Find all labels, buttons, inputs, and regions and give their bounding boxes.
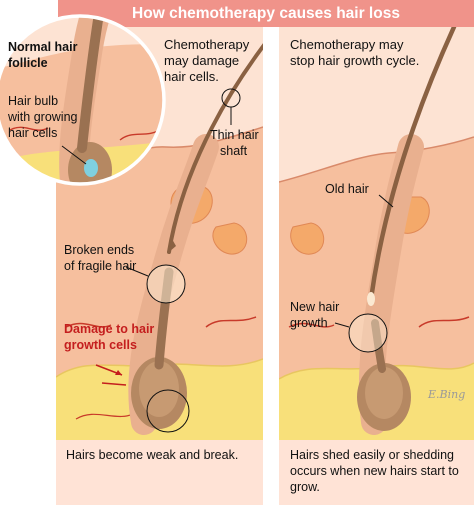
broken-ends-label-line1: Broken ends xyxy=(64,243,135,257)
new-hair-label-line2: growth xyxy=(290,316,328,330)
left-panel-illustration xyxy=(56,43,263,440)
left-footer xyxy=(56,440,263,505)
title-banner xyxy=(58,0,474,27)
right-footer-text: Hairs shed easily or shedding occurs whe… xyxy=(290,448,459,494)
old-hair-label: Old hair xyxy=(325,182,369,196)
left-heading-line1: Chemotherapy xyxy=(164,37,250,52)
artist-signature: E.Bing xyxy=(428,388,466,401)
right-heading-line1: Chemotherapy may xyxy=(290,37,404,52)
right-heading-line2: stop hair growth cycle. xyxy=(290,53,420,68)
hair-bulb-label-line3: hair cells xyxy=(8,126,58,140)
thin-hair-label-line2: shaft xyxy=(220,144,248,158)
broken-ends-label-line2: of fragile hair xyxy=(64,259,137,273)
hair-bulb-label-line1: Hair bulb xyxy=(8,94,59,108)
damage-label-line1: Damage to hair xyxy=(64,322,155,336)
left-heading-line3: hair cells. xyxy=(164,69,219,84)
thin-hair-label-line1: Thin hair xyxy=(210,128,259,142)
right-footer xyxy=(279,440,474,505)
new-hair-label-line1: New hair xyxy=(290,300,340,314)
figure-title: How chemotherapy causes hair loss xyxy=(132,5,400,22)
left-heading-line2: may damage xyxy=(164,53,240,68)
inset-title-line2: follicle xyxy=(8,56,48,70)
left-panel xyxy=(56,27,263,440)
hair-bulb-label-line2: with growing xyxy=(8,110,78,124)
left-footer-text: Hairs become weak and break. xyxy=(66,448,239,462)
right-panel-illustration xyxy=(279,27,474,440)
damage-label-line2: growth cells xyxy=(64,338,137,352)
inset-title-line1: Normal hair xyxy=(8,40,78,54)
right-panel xyxy=(279,27,474,440)
